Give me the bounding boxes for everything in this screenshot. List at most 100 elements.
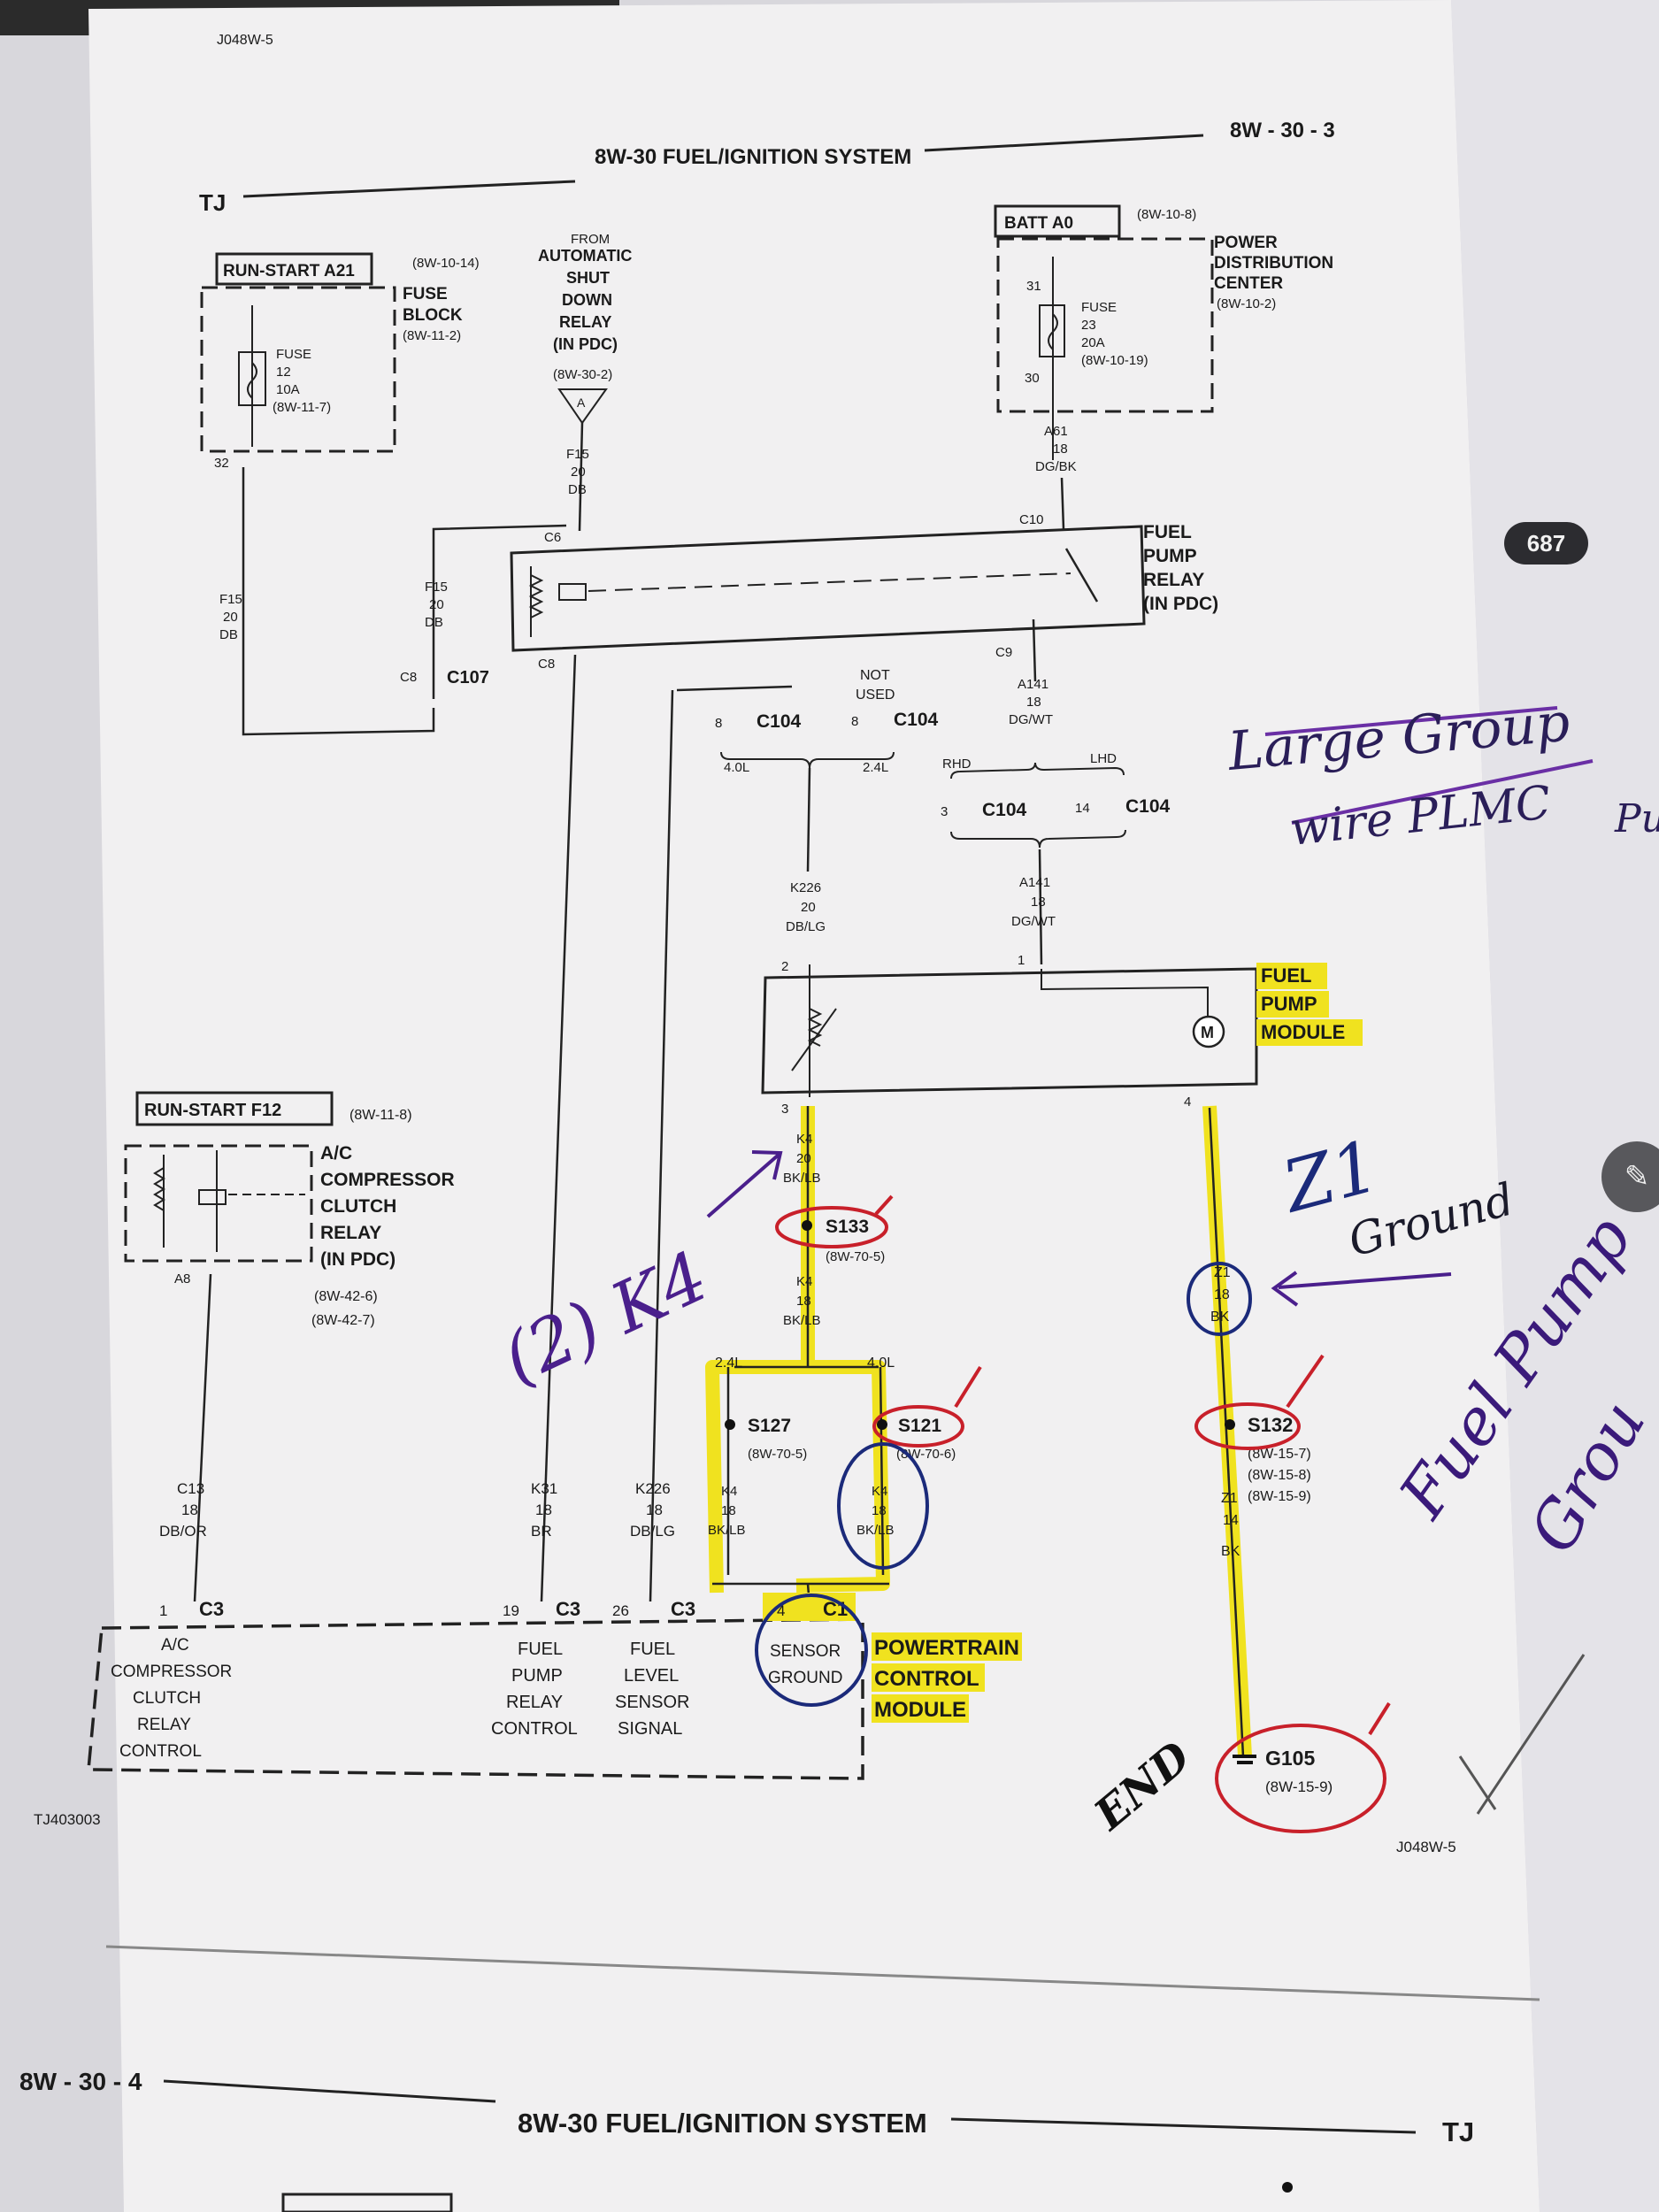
c104-pump-pin-b: 14 <box>1075 801 1090 816</box>
z1-blue-circle <box>1187 1262 1252 1336</box>
k4-upper-l3: BK/LB <box>783 1171 821 1186</box>
ac-relay-ref2: (8W-42-7) <box>311 1313 375 1328</box>
c104-pump-pin-a: 3 <box>941 804 948 819</box>
pcm-sg-l1: SENSOR <box>770 1642 841 1661</box>
pcm-name-highlight-2 <box>872 1663 985 1692</box>
var-2-4l: 2.4L <box>863 760 888 775</box>
k4-upper-l1: K4 <box>796 1132 812 1147</box>
z1-upper-l2: 18 <box>1214 1287 1230 1302</box>
k226-upper-l1: K226 <box>790 880 821 895</box>
fuse-12-label-3: 10A <box>276 382 300 397</box>
z1-upper-l1: Z1 <box>1214 1265 1231 1280</box>
k4-mid-l3: BK/LB <box>783 1313 821 1328</box>
lhd-label: LHD <box>1090 751 1117 766</box>
asd-connector-tag: A <box>577 396 586 410</box>
pump-name-highlight-1 <box>1256 963 1327 989</box>
batt-a0-label: BATT A0 <box>1004 214 1073 233</box>
k226-l3: DB/LG <box>630 1523 675 1540</box>
s132-ref2: (8W-15-8) <box>1248 1468 1311 1483</box>
pcm-conn-ac: C3 <box>199 1598 224 1620</box>
relay-coil <box>528 566 544 637</box>
s121-red-circle <box>872 1405 964 1448</box>
pdc-box <box>996 237 1214 413</box>
asd-connector-triangle <box>557 388 608 425</box>
next-page-dot <box>1282 2182 1293 2193</box>
doc-code-bottom: J048W-5 <box>1396 1839 1456 1855</box>
c107-label: C107 <box>447 668 489 687</box>
next-rule-left <box>163 2079 496 2103</box>
fuel-pump-relay-l3: RELAY <box>1143 570 1204 590</box>
pump-name-highlight-2 <box>1256 991 1329 1018</box>
run-start-f12-label: RUN-START F12 <box>144 1101 281 1120</box>
k4-right-l1: K4 <box>872 1484 887 1499</box>
doc-code-top: J048W-5 <box>217 33 273 48</box>
relay-switch <box>1064 548 1099 603</box>
next-page-box <box>281 2193 453 2212</box>
asd-automatic: AUTOMATIC <box>538 247 632 265</box>
fuse-block-box <box>200 286 396 453</box>
z1-lower-l3: BK <box>1221 1544 1240 1559</box>
k4-left-l2: 18 <box>721 1503 736 1518</box>
pump-internal-wire <box>1041 969 1209 1016</box>
a141-l2: 18 <box>1026 695 1041 710</box>
k226-upper-l3: DB/LG <box>786 919 826 934</box>
fuel-pump-module-box <box>761 967 1258 1094</box>
annotate-pen-button[interactable]: ✎ <box>1601 1141 1659 1212</box>
k226-l2: 18 <box>646 1502 663 1518</box>
ac-relay-l5: (IN PDC) <box>320 1249 396 1270</box>
not-used-l2: USED <box>856 687 895 703</box>
fuel-pump-relay-l4: (IN PDC) <box>1143 594 1218 614</box>
k226-l1: K226 <box>635 1480 671 1497</box>
k4-purple-arrow <box>706 1150 783 1218</box>
pcm-name-highlight-3 <box>872 1694 969 1723</box>
check-tick-left <box>1458 1755 1497 1810</box>
k4-upper-l2: 20 <box>796 1151 811 1166</box>
fuse-12-label-4: (8W-11-7) <box>273 400 331 415</box>
fuse-12-label-2: 12 <box>276 365 291 380</box>
asd-from: FROM <box>571 232 610 247</box>
split-4-0l: 4.0L <box>867 1356 895 1371</box>
pdc-wire-l1: A61 <box>1044 424 1068 439</box>
relay-pin-c10: C10 <box>1019 512 1044 527</box>
paper-right-edge <box>1451 0 1659 2212</box>
k31-l2: 18 <box>535 1502 552 1518</box>
asd-wire-l2: 20 <box>571 465 586 480</box>
pcm-ac-l3: CLUTCH <box>133 1689 201 1708</box>
asd-relay: RELAY <box>559 313 611 331</box>
page-number: 8W - 30 - 3 <box>1230 119 1335 142</box>
mid-wire-l1: F15 <box>425 580 448 595</box>
header-rule-right <box>924 134 1204 152</box>
pcm-fp-l1: FUEL <box>518 1640 563 1659</box>
ac-relay-l4: RELAY <box>320 1223 381 1243</box>
ac-relay-ref1: (8W-42-6) <box>314 1289 378 1304</box>
ac-relay-box <box>124 1144 313 1263</box>
sensor-ground-blue-circle <box>755 1594 868 1707</box>
pcm-pin-ac: 1 <box>159 1602 167 1619</box>
red-check-marks <box>874 1194 1391 1736</box>
pcm-ac-l2: COMPRESSOR <box>111 1663 232 1681</box>
a141-out-l1: A141 <box>1019 875 1050 890</box>
s127-name: S127 <box>748 1416 791 1436</box>
pump-pin-2: 2 <box>781 959 788 974</box>
mid-wire-l2: 20 <box>429 597 444 612</box>
fuel-level-sender <box>807 964 823 1097</box>
left-wire-l3: DB <box>219 627 238 642</box>
wire-k226-upper <box>806 767 811 872</box>
fuse-23-l2: 23 <box>1081 318 1096 333</box>
s127-splice-dot <box>725 1419 735 1430</box>
pdc-name-3: CENTER <box>1214 274 1283 293</box>
relay-armature-link <box>588 572 1071 592</box>
s132-splice-dot <box>1225 1419 1235 1430</box>
a141-l1: A141 <box>1018 677 1048 692</box>
a141-out-l3: DG/WT <box>1011 914 1056 929</box>
pump-module-l3: MODULE <box>1261 1021 1345 1043</box>
handwriting-large-group-3: Pu <box>1614 796 1659 841</box>
s121-splice-dot <box>877 1419 887 1430</box>
pump-name-highlight-3 <box>1256 1019 1363 1046</box>
fuel-pump-motor-icon <box>1192 1015 1225 1048</box>
k4-mid-l1: K4 <box>796 1274 812 1289</box>
wire-a61 <box>1060 477 1065 530</box>
pdc-pin-31: 31 <box>1026 279 1041 294</box>
asd-down: DOWN <box>562 291 612 309</box>
